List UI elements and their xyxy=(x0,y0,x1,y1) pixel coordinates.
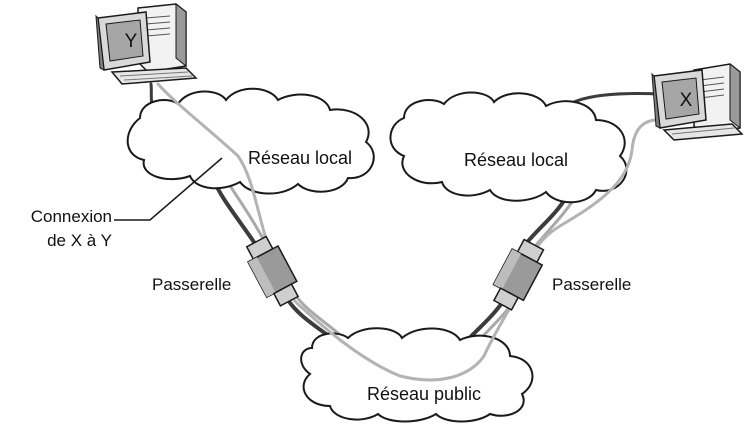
connection-path xyxy=(156,82,666,382)
wan-label: Réseau public xyxy=(367,384,481,404)
monitor-icon: X xyxy=(651,69,707,129)
monitor-icon: Y xyxy=(95,11,151,71)
gateway-left-label: Passerelle xyxy=(152,275,231,294)
computer-y-screen-label: Y xyxy=(125,31,138,52)
lan-left-label: Réseau local xyxy=(248,148,352,168)
computer-x-screen-label: X xyxy=(680,90,693,111)
computer-x: X xyxy=(651,62,744,141)
callout-label-line1: Connexion xyxy=(31,207,112,226)
cloud-lan-right xyxy=(389,91,628,204)
cloud-wan-bottom xyxy=(300,327,534,423)
callout-pointer xyxy=(114,157,223,221)
keyboard-icon xyxy=(110,67,198,85)
gateway-right-label: Passerelle xyxy=(552,275,631,294)
gateway-right xyxy=(492,238,545,311)
gateway-left xyxy=(245,235,300,307)
cloud-lan-left xyxy=(126,87,375,195)
lan-right-label: Réseau local xyxy=(464,150,568,170)
callout-label-line2: de X à Y xyxy=(47,231,112,250)
computer-y: Y xyxy=(95,2,198,85)
keyboard-icon xyxy=(662,123,744,141)
